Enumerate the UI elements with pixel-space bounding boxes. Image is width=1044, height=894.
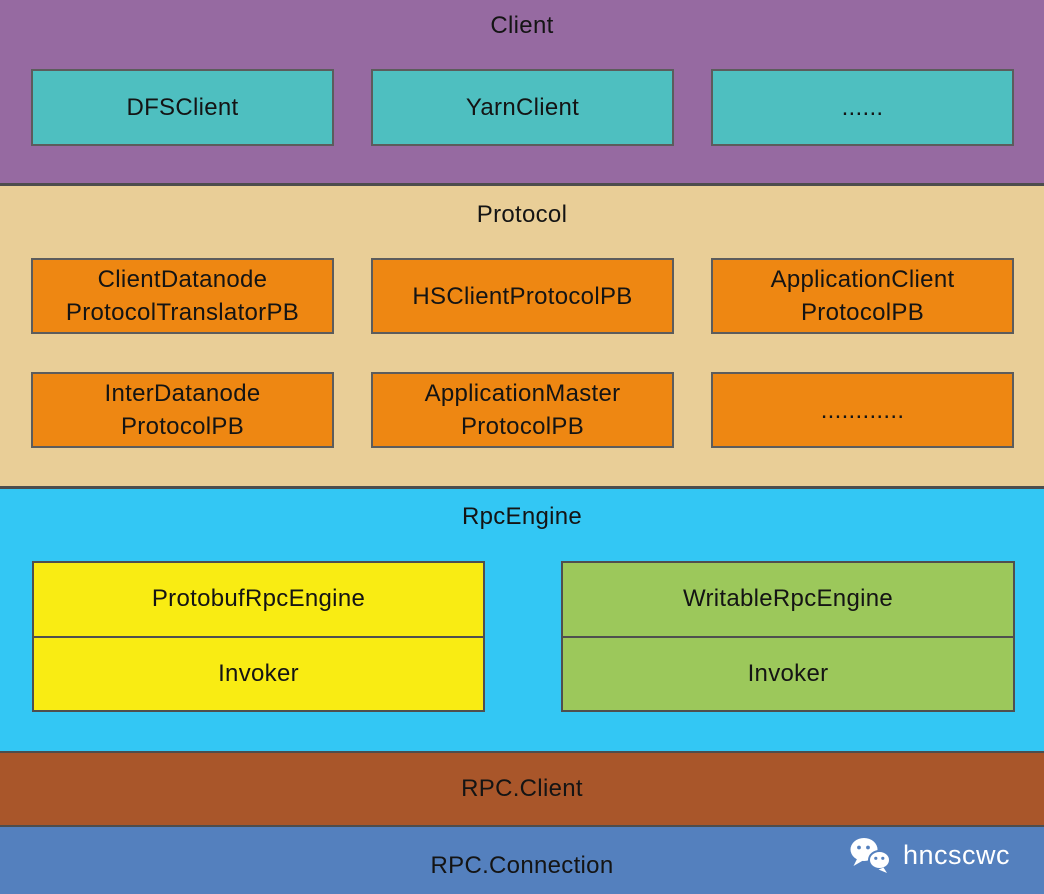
layer-rpc-client: RPC.Client — [0, 753, 1044, 827]
box-label-line: ............ — [820, 396, 905, 424]
box-label-line: ApplicationMaster — [424, 380, 621, 407]
protobufrpcengine-name-cell: ProtobufRpcEngine — [151, 585, 366, 613]
protocol-box-row-1: ClientDatanode ProtocolTranslatorPB HSCl… — [31, 258, 1014, 334]
box-label-line: ProtocolPB — [800, 299, 925, 326]
box-dfsclient-label: DFSClient — [126, 94, 239, 121]
box-label-line: ProtocolPB — [120, 413, 245, 440]
box-yarnclient: YarnClient — [371, 69, 674, 146]
wechat-icon — [850, 838, 891, 873]
box-writablerpcengine: WritableRpcEngine Invoker — [561, 561, 1015, 712]
box-label-line: ApplicationClient — [770, 266, 955, 293]
watermark-label: hncscwc — [902, 839, 1010, 870]
layer-rpc-connection: RPC.Connection hncscwc — [0, 827, 1044, 894]
writablerpcengine-name-cell: WritableRpcEngine — [682, 585, 894, 613]
box-applicationmaster-protocolpb: ApplicationMaster ProtocolPB — [371, 372, 674, 448]
layer-protocol-title: Protocol — [476, 201, 568, 228]
box-label-line: ClientDatanode — [97, 266, 268, 293]
box-clientdatanode-protocoltranslatorpb: ClientDatanode ProtocolTranslatorPB — [31, 258, 334, 334]
box-yarnclient-label: YarnClient — [465, 94, 580, 121]
layer-rpcengine-title: RpcEngine — [461, 503, 583, 530]
client-box-row: DFSClient YarnClient ...... — [31, 69, 1014, 146]
box-applicationclient-protocolpb: ApplicationClient ProtocolPB — [711, 258, 1014, 334]
rpcengine-box-row: ProtobufRpcEngine Invoker WritableRpcEng… — [32, 561, 1015, 712]
box-label-line: HSClientProtocolPB — [412, 282, 633, 310]
protocol-box-row-2: InterDatanode ProtocolPB ApplicationMast… — [31, 372, 1014, 448]
protobufrpcengine-invoker-cell: Invoker — [34, 635, 483, 711]
box-protocol-ellipsis: ............ — [711, 372, 1014, 448]
layer-client-title: Client — [490, 12, 554, 39]
box-label-line: ProtocolTranslatorPB — [65, 299, 300, 326]
watermark: hncscwc — [847, 836, 1010, 874]
box-client-ellipsis: ...... — [711, 69, 1014, 146]
box-interdatanode-protocolpb: InterDatanode ProtocolPB — [31, 372, 334, 448]
layer-rpc-connection-title: RPC.Connection — [430, 852, 614, 879]
box-label-line: InterDatanode — [104, 380, 261, 407]
box-client-ellipsis-label: ...... — [841, 94, 884, 121]
box-hsclientprotocolpb: HSClientProtocolPB — [371, 258, 674, 334]
layer-client: Client DFSClient YarnClient ...... — [0, 0, 1044, 186]
layer-rpcengine: RpcEngine ProtobufRpcEngine Invoker Writ… — [0, 489, 1044, 753]
box-protobufrpcengine: ProtobufRpcEngine Invoker — [32, 561, 485, 712]
box-dfsclient: DFSClient — [31, 69, 334, 146]
layer-rpc-client-title: RPC.Client — [461, 775, 583, 802]
writablerpcengine-invoker-cell: Invoker — [563, 635, 1013, 711]
layer-protocol: Protocol ClientDatanode ProtocolTranslat… — [0, 186, 1044, 489]
box-label-line: ProtocolPB — [460, 413, 585, 440]
